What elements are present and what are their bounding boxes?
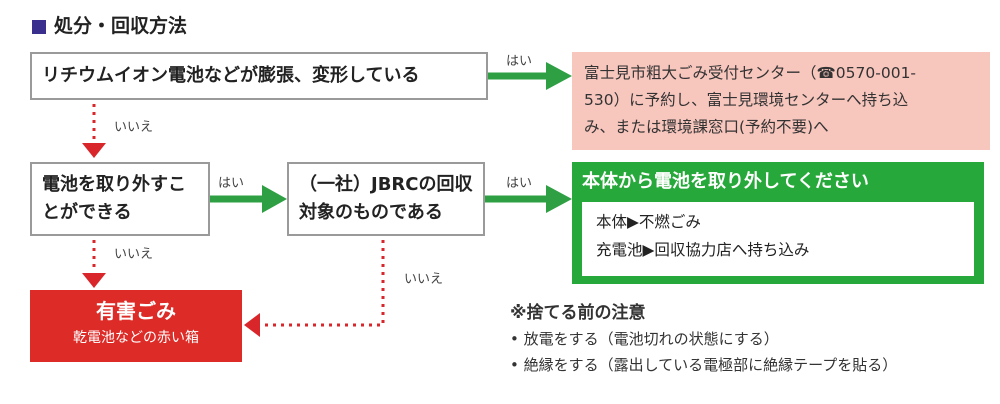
question-jbrc: （一社）JBRCの回収 対象のものである xyxy=(287,162,485,236)
question-swollen: リチウムイオン電池などが膨張、変形している xyxy=(30,52,488,100)
result-remove-battery-title: 本体から電池を取り外してください xyxy=(582,171,869,192)
question-swollen-text: リチウムイオン電池などが膨張、変形している xyxy=(42,65,420,86)
label-yes-q3: はい xyxy=(506,176,533,191)
result-hazardous-title: 有害ごみ xyxy=(96,299,176,323)
label-no-q2: いいえ xyxy=(114,247,154,262)
precaution-insulate: • 絶縁をする（露出している電極部に絶縁テープを貼る） xyxy=(510,356,898,374)
question-jbrc-line2: 対象のものである xyxy=(299,202,443,223)
arrow-q2-yes-head xyxy=(262,185,287,213)
result-hazardous: 有害ごみ 乾電池などの赤い箱 xyxy=(30,290,242,362)
arrow-q1-yes-head xyxy=(546,62,572,90)
result-sodai-line2: 530）に予約し、富士見環境センターへ持ち込 xyxy=(584,91,909,109)
result-sodai-line3: み、または環境課窓口(予約不要)へ xyxy=(584,118,829,136)
arrow-q3-yes-head xyxy=(546,185,572,213)
label-no-q1: いいえ xyxy=(114,120,154,135)
page-title: 処分・回収方法 xyxy=(54,15,188,37)
result-sodai-line1: 富士見市粗大ごみ受付センター（☎0570-001- xyxy=(584,64,917,82)
label-no-q3: いいえ xyxy=(404,272,444,287)
precaution-discharge: • 放電をする（電池切れの状態にする） xyxy=(510,330,779,348)
arrow-q1-no-head xyxy=(82,143,106,158)
question-removable-line2: とができる xyxy=(42,202,132,223)
result-remove-battery-details: 本体▶不燃ごみ 充電池▶回収協力店へ持ち込み xyxy=(582,202,974,276)
precautions: ※捨てる前の注意 • 放電をする（電池切れの状態にする） • 絶縁をする（露出し… xyxy=(510,300,897,378)
result-body-nonburnable: 本体▶不燃ごみ xyxy=(596,213,701,231)
label-yes-q2: はい xyxy=(218,176,245,191)
precautions-title: ※捨てる前の注意 xyxy=(510,303,646,323)
arrow-q3-no-head xyxy=(244,313,260,337)
result-remove-battery: 本体から電池を取り外してください 本体▶不燃ごみ 充電池▶回収協力店へ持ち込み xyxy=(572,162,984,284)
result-hazardous-sub: 乾電池などの赤い箱 xyxy=(73,330,199,346)
question-removable: 電池を取り外すこ とができる xyxy=(30,162,210,236)
result-sodai-center: 富士見市粗大ごみ受付センター（☎0570-001- 530）に予約し、富士見環境… xyxy=(572,52,990,150)
label-yes-q1: はい xyxy=(506,54,533,69)
title-marker xyxy=(32,20,46,34)
arrow-q2-no-head xyxy=(82,273,106,288)
question-jbrc-line1: （一社）JBRCの回収 xyxy=(299,174,473,195)
result-battery-store: 充電池▶回収協力店へ持ち込み xyxy=(596,241,810,259)
arrow-q3-no xyxy=(262,240,385,327)
question-removable-line1: 電池を取り外すこ xyxy=(42,174,186,195)
